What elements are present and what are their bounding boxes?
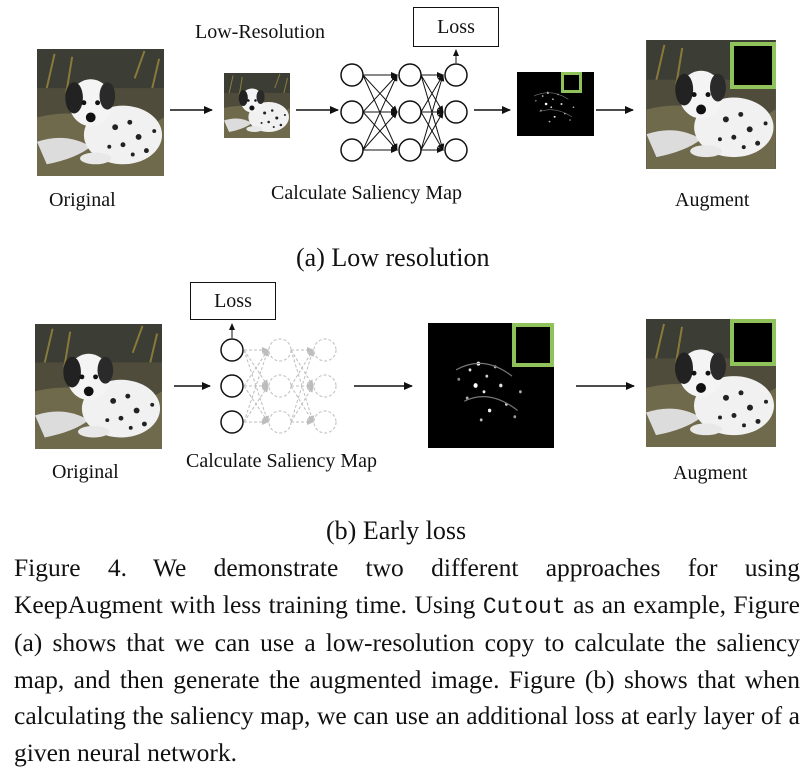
loss-label-b: Loss (214, 290, 252, 312)
saliency-map-a (517, 72, 594, 136)
highlight-box-a (561, 72, 582, 93)
cutout-box-b (730, 319, 776, 366)
saliency-map-b (428, 323, 554, 448)
cutout-box-a (730, 42, 776, 89)
arrows-b (174, 382, 635, 390)
caption-b: (b) Early loss (326, 516, 467, 545)
highlight-box-b (512, 323, 554, 367)
original-image-b (35, 324, 162, 449)
label-low-resolution: Low-Resolution (195, 21, 325, 43)
loss-box-b: Loss (190, 282, 276, 320)
caption-text-part-2: as an example, Figure (a) shows that we … (14, 589, 800, 767)
neural-network-a (340, 49, 468, 162)
caption-a: (a) Low resolution (296, 243, 490, 272)
loss-label-a: Loss (437, 16, 475, 38)
label-calculate-b: Calculate Saliency Map (186, 450, 378, 472)
label-original-b: Original (52, 461, 119, 483)
label-augment-b: Augment (673, 462, 748, 484)
caption-cutout-term: Cutout (482, 593, 566, 620)
arrow-a1 (170, 106, 634, 114)
loss-box-a: Loss (413, 7, 499, 47)
label-augment-a: Augment (675, 189, 750, 211)
label-calculate-a: Calculate Saliency Map (271, 182, 463, 204)
figure-number: Figure 4. (14, 553, 127, 582)
caption-text-part-1: We demonstrate two different approaches … (14, 553, 800, 619)
low-resolution-image (224, 73, 290, 138)
original-image-a (37, 49, 164, 176)
label-original-a: Original (49, 189, 116, 211)
figure-caption: Figure 4.We demonstrate two different ap… (14, 550, 800, 771)
neural-network-b (220, 323, 337, 434)
augmented-image-b (646, 319, 776, 447)
augmented-image-a (646, 40, 776, 169)
